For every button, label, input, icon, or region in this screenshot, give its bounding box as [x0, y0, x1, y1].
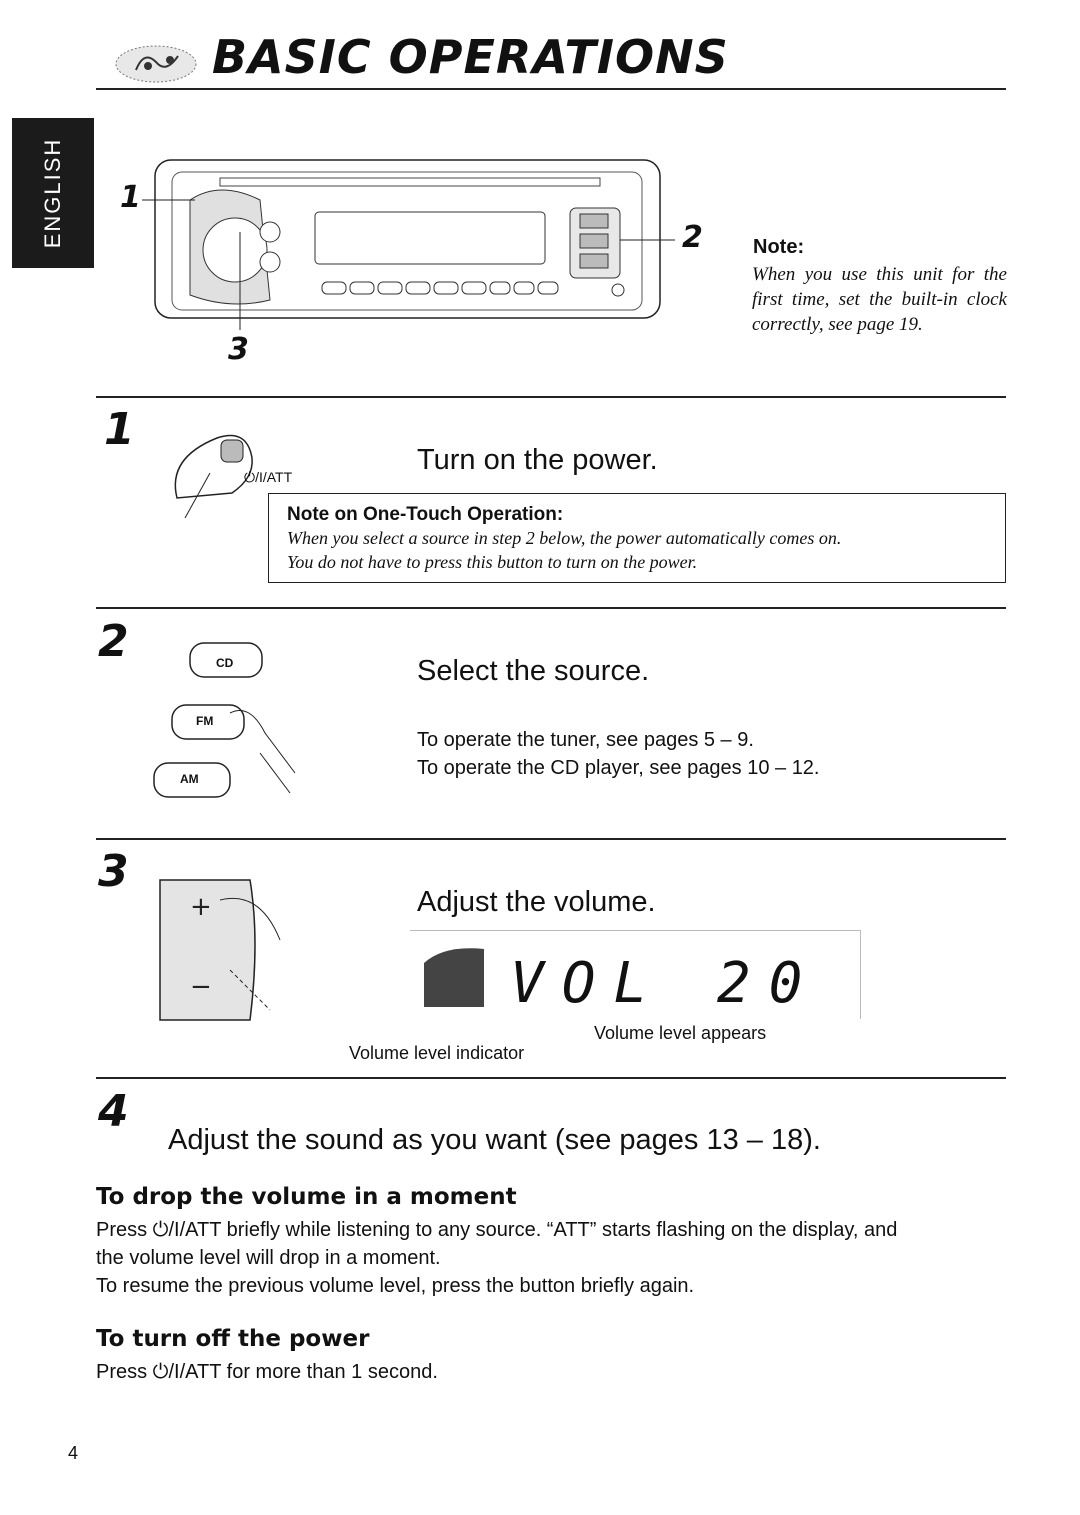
step-2-lines: To operate the tuner, see pages 5 – 9. T… — [417, 726, 820, 782]
one-touch-note-title: Note on One-Touch Operation: — [287, 504, 564, 525]
step-1-number: 1 — [104, 404, 135, 455]
step-3-number: 3 — [98, 846, 129, 897]
one-touch-note-text: When you select a source in step 2 below… — [287, 526, 841, 574]
section-line: Press ⏻/I/ATT briefly while listening to… — [96, 1219, 898, 1241]
step-2-line: To operate the tuner, see pages 5 – 9. — [417, 729, 754, 751]
volume-display: VOL 20 — [410, 930, 861, 1019]
step-4-divider — [96, 1077, 1006, 1079]
callout-1: 1 — [120, 180, 141, 215]
am-button-label: AM — [180, 772, 199, 786]
step-3-divider — [96, 838, 1006, 840]
cd-button-label: CD — [216, 656, 234, 670]
step-2-heading: Select the source. — [417, 655, 650, 687]
section-line: Press ⏻/I/ATT for more than 1 second. — [96, 1361, 438, 1383]
music-note-icon — [115, 45, 197, 83]
volume-level-caption: Volume level appears — [594, 1023, 767, 1043]
one-touch-note-line: You do not have to press this button to … — [287, 552, 698, 572]
volume-level-indicator-bars — [424, 948, 484, 1007]
step-4-heading: Adjust the sound as you want (see pages … — [168, 1124, 821, 1156]
section-drop-volume-title: To drop the volume in a moment — [96, 1184, 517, 1210]
step-4-number: 4 — [98, 1086, 129, 1137]
volume-indicator-caption: Volume level indicator — [349, 1043, 525, 1063]
intro-note-label: Note: — [753, 236, 805, 258]
fm-button-label: FM — [196, 714, 214, 728]
language-tab: ENGLISH — [12, 118, 94, 268]
callout-2: 2 — [682, 220, 703, 255]
title-divider — [96, 88, 1006, 90]
section-line: To resume the previous volume level, pre… — [96, 1275, 695, 1297]
step-2-line: To operate the CD player, see pages 10 –… — [417, 757, 820, 779]
section-power-off-text: Press ⏻/I/ATT for more than 1 second. — [96, 1358, 438, 1386]
step-1-divider — [96, 396, 1006, 398]
volume-knob-illustration: + − — [159, 879, 281, 1021]
unit-front-panel-diagram — [142, 159, 675, 330]
callout-3: 3 — [228, 332, 249, 367]
step-3-heading: Adjust the volume. — [417, 886, 656, 918]
section-drop-volume-text: Press ⏻/I/ATT briefly while listening to… — [96, 1216, 897, 1300]
power-button-label: ⏻/I/ATT — [244, 469, 293, 485]
source-buttons-illustration — [153, 642, 296, 798]
step-2-divider — [96, 607, 1006, 609]
finger-press-icon — [174, 434, 253, 519]
section-line: the volume level will drop in a moment. — [96, 1247, 441, 1269]
step-2-number: 2 — [98, 616, 129, 667]
svg-text:+: + — [190, 892, 212, 922]
page-number: 4 — [68, 1443, 79, 1463]
svg-text:−: − — [190, 972, 212, 1002]
step-1-heading: Turn on the power. — [417, 444, 658, 476]
page-title: BASIC OPERATIONS — [212, 30, 729, 84]
section-power-off-title: To turn off the power — [96, 1326, 370, 1352]
one-touch-note-box: Note on One-Touch Operation: When you se… — [268, 493, 1006, 583]
volume-display-text: VOL 20 — [510, 951, 821, 1016]
language-tab-label: ENGLISH — [40, 137, 65, 249]
intro-note-text: When you use this unit for the first tim… — [752, 264, 1007, 335]
one-touch-note-line: When you select a source in step 2 below… — [287, 528, 842, 548]
